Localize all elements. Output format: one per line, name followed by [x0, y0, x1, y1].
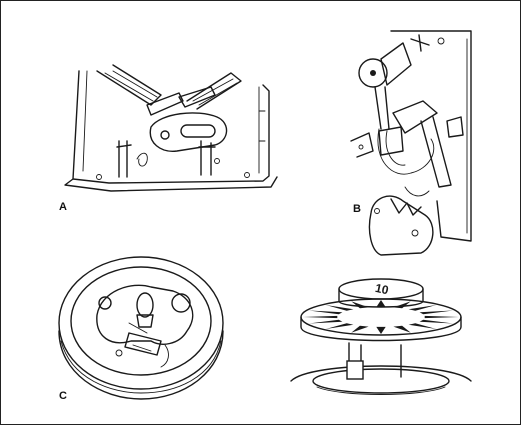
panel-b-kicker-mechanism — [350, 30, 472, 256]
panel-d-bumper-cap — [290, 278, 472, 395]
skirt-star-tooth — [376, 326, 386, 334]
panel-b-label: B — [353, 203, 361, 215]
bumper-cap-number: 10 — [374, 281, 390, 298]
skirt-star-tooth — [325, 305, 354, 311]
panel-c-label: C — [59, 390, 67, 402]
panel-a-label: A — [59, 201, 67, 213]
skirt-star-tooth — [408, 323, 437, 329]
skirt-star-tooth — [393, 325, 411, 333]
skirt-star-tooth — [408, 305, 437, 311]
skirt-star-tooth — [308, 310, 343, 315]
skirt-star-tooth — [376, 300, 386, 308]
skirt-star-tooth — [351, 301, 369, 309]
skirt-star-tooth — [424, 315, 459, 319]
skirt-star-tooth — [303, 315, 338, 319]
skirt-star-tooth — [325, 323, 354, 329]
skirt-star-tooth — [419, 310, 454, 315]
panel-c-bumper-base — [58, 256, 224, 400]
bumper-skirt-star-pattern — [303, 300, 459, 334]
panel-a-flipper-assembly — [64, 64, 278, 192]
skirt-star-tooth — [351, 325, 369, 333]
skirt-star-tooth — [393, 301, 411, 309]
skirt-star-tooth — [308, 319, 343, 324]
skirt-star-tooth — [419, 319, 454, 324]
